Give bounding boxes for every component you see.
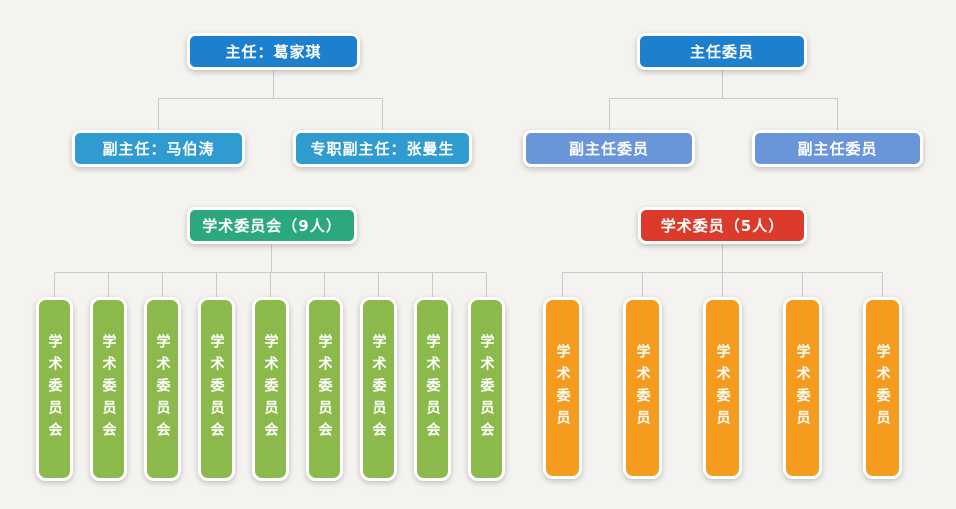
node-committee-member-9: 学术委员会: [468, 297, 505, 481]
node-deputy-director-2: 专职副主任：张曼生: [293, 130, 472, 167]
node-deputy-director-1: 副主任：马伯涛: [72, 130, 245, 167]
node-committee-member-7: 学术委员会: [360, 297, 397, 481]
node-academic-member-1: 学术委员: [543, 297, 582, 479]
node-deputy-chief-member-2: 副主任委员: [752, 130, 923, 167]
node-chief-member: 主任委员: [637, 33, 807, 70]
node-academic-member-4: 学术委员: [783, 297, 822, 479]
node-committee-member-3: 学术委员会: [144, 297, 181, 481]
node-academic-committee-header: 学术委员会（9人）: [187, 207, 357, 244]
node-committee-member-1: 学术委员会: [36, 297, 73, 481]
node-committee-member-4: 学术委员会: [198, 297, 235, 481]
node-director: 主任：葛家琪: [187, 33, 360, 70]
node-academic-members-header: 学术委员（5人）: [638, 207, 807, 244]
node-academic-member-5: 学术委员: [863, 297, 902, 479]
node-committee-member-8: 学术委员会: [414, 297, 451, 481]
node-academic-member-3: 学术委员: [703, 297, 742, 479]
node-deputy-chief-member-1: 副主任委员: [523, 130, 695, 167]
node-committee-member-6: 学术委员会: [306, 297, 343, 481]
node-academic-member-2: 学术委员: [623, 297, 662, 479]
node-committee-member-5: 学术委员会: [252, 297, 289, 481]
node-committee-member-2: 学术委员会: [90, 297, 127, 481]
